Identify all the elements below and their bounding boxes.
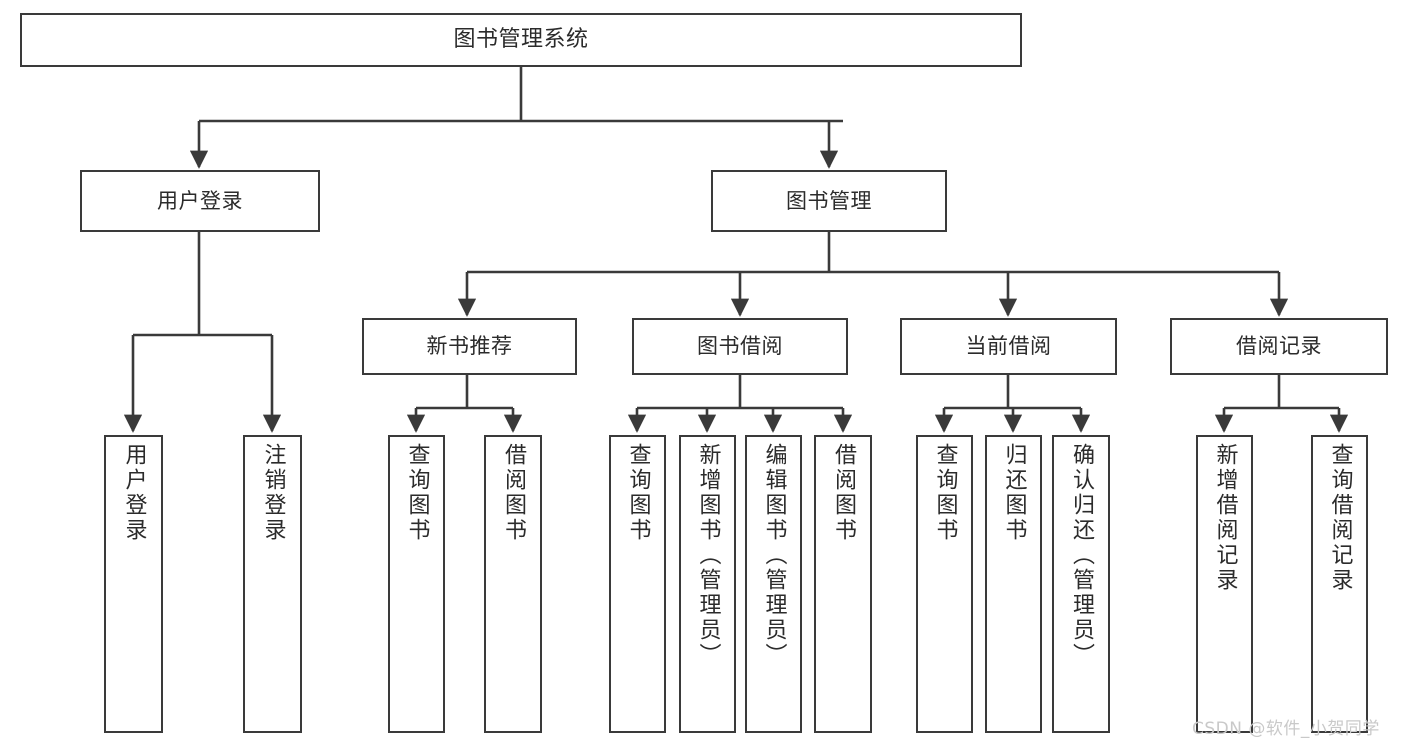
leaf-cur-return-label: 归还图书 [1001,443,1027,543]
node-user-login-label: 用户登录 [157,188,243,213]
leaf-borrow-borrow[interactable]: 借阅图书 [814,435,872,733]
leaf-rec-add-label: 新增借阅记录 [1212,443,1238,593]
leaf-borrow-query[interactable]: 查询图书 [609,435,666,733]
leaf-rec-search-label: 查询借阅记录 [1327,443,1353,593]
node-book-manage-label: 图书管理 [786,188,872,213]
leaf-borrow-add[interactable]: 新增图书（管理员） [679,435,736,733]
leaf-borrow-query-label: 查询图书 [625,443,651,543]
leaf-cur-query[interactable]: 查询图书 [916,435,973,733]
leaf-borrow-add-label: 新增图书（管理员） [695,443,721,668]
leaf-user-logout[interactable]: 注销登录 [243,435,302,733]
node-root-label: 图书管理系统 [453,27,589,53]
leaf-cur-confirm-label: 确认归还（管理员） [1069,443,1094,668]
leaf-rec-query-label: 查询图书 [404,443,430,543]
node-new-book-rec[interactable]: 新书推荐 [362,318,577,375]
leaf-rec-search[interactable]: 查询借阅记录 [1311,435,1368,733]
leaf-user-login-label: 用户登录 [121,443,147,543]
node-book-borrow-label: 图书借阅 [697,334,783,359]
leaf-borrow-borrow-label: 借阅图书 [831,443,856,543]
node-book-manage[interactable]: 图书管理 [711,170,947,232]
node-current-borrow-label: 当前借阅 [965,334,1052,359]
node-user-login[interactable]: 用户登录 [80,170,320,232]
leaf-rec-query[interactable]: 查询图书 [388,435,445,733]
leaf-rec-borrow-label: 借阅图书 [501,443,526,543]
node-root[interactable]: 图书管理系统 [20,13,1022,67]
leaf-user-logout-label: 注销登录 [260,443,286,543]
node-borrow-record[interactable]: 借阅记录 [1170,318,1388,375]
node-current-borrow[interactable]: 当前借阅 [900,318,1117,375]
leaf-cur-query-label: 查询图书 [932,443,958,543]
leaf-rec-borrow[interactable]: 借阅图书 [484,435,542,733]
node-borrow-record-label: 借阅记录 [1236,334,1322,359]
leaf-user-login[interactable]: 用户登录 [104,435,163,733]
watermark: CSDN @软件_小贺同学 [1192,719,1380,739]
node-book-borrow[interactable]: 图书借阅 [632,318,848,375]
leaf-borrow-edit-label: 编辑图书（管理员） [761,443,787,668]
node-new-book-rec-label: 新书推荐 [426,334,513,359]
leaf-borrow-edit[interactable]: 编辑图书（管理员） [745,435,802,733]
leaf-rec-add[interactable]: 新增借阅记录 [1196,435,1253,733]
leaf-cur-confirm[interactable]: 确认归还（管理员） [1052,435,1110,733]
leaf-cur-return[interactable]: 归还图书 [985,435,1042,733]
